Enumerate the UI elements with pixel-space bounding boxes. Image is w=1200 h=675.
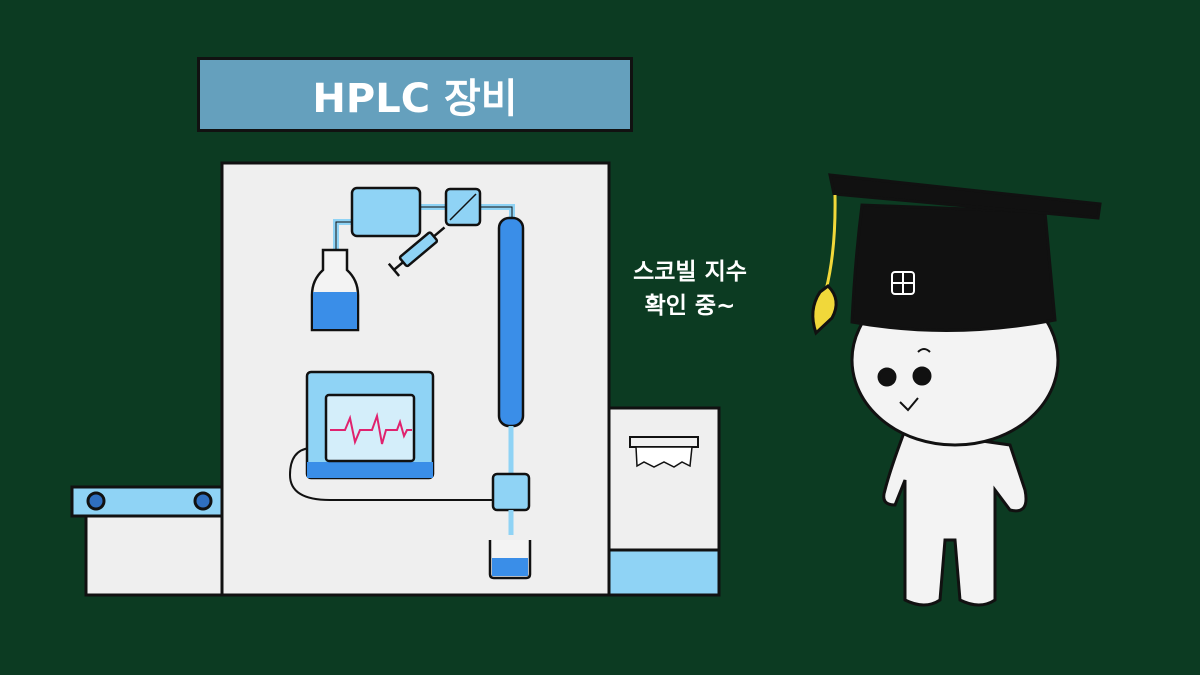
mouth <box>899 397 919 412</box>
eye-right <box>912 366 932 386</box>
printer-slot <box>629 436 699 448</box>
tassel-cord <box>824 194 837 291</box>
conveyor-roller <box>86 491 106 511</box>
conveyor-base <box>84 511 225 597</box>
conveyor-roller <box>193 491 213 511</box>
syringe-icon <box>387 226 446 277</box>
cap-logo-icon <box>891 271 915 295</box>
speech-line-1: 스코빌 지수 <box>633 259 747 285</box>
eyebrow <box>917 348 931 353</box>
monitor-screen <box>324 393 416 463</box>
title-text: HPLC 장비 <box>312 75 518 122</box>
pump <box>350 186 422 238</box>
cable <box>288 447 493 501</box>
printout-paper <box>635 446 693 468</box>
cap-board <box>828 173 1102 220</box>
speech-line-2: 확인 중~ <box>644 293 736 319</box>
tassel-icon <box>811 284 838 336</box>
title-banner: HPLC 장비 <box>197 57 633 132</box>
eye-left <box>877 367 897 387</box>
chromatogram-signal <box>330 412 412 446</box>
character-body <box>882 428 1028 607</box>
solvent-liquid <box>313 292 357 329</box>
printer-tray <box>607 548 721 597</box>
graduation-cap <box>850 203 1057 333</box>
speech-text: 스코빌 지수 확인 중~ <box>610 255 770 323</box>
detector <box>491 472 531 512</box>
column <box>497 216 525 428</box>
